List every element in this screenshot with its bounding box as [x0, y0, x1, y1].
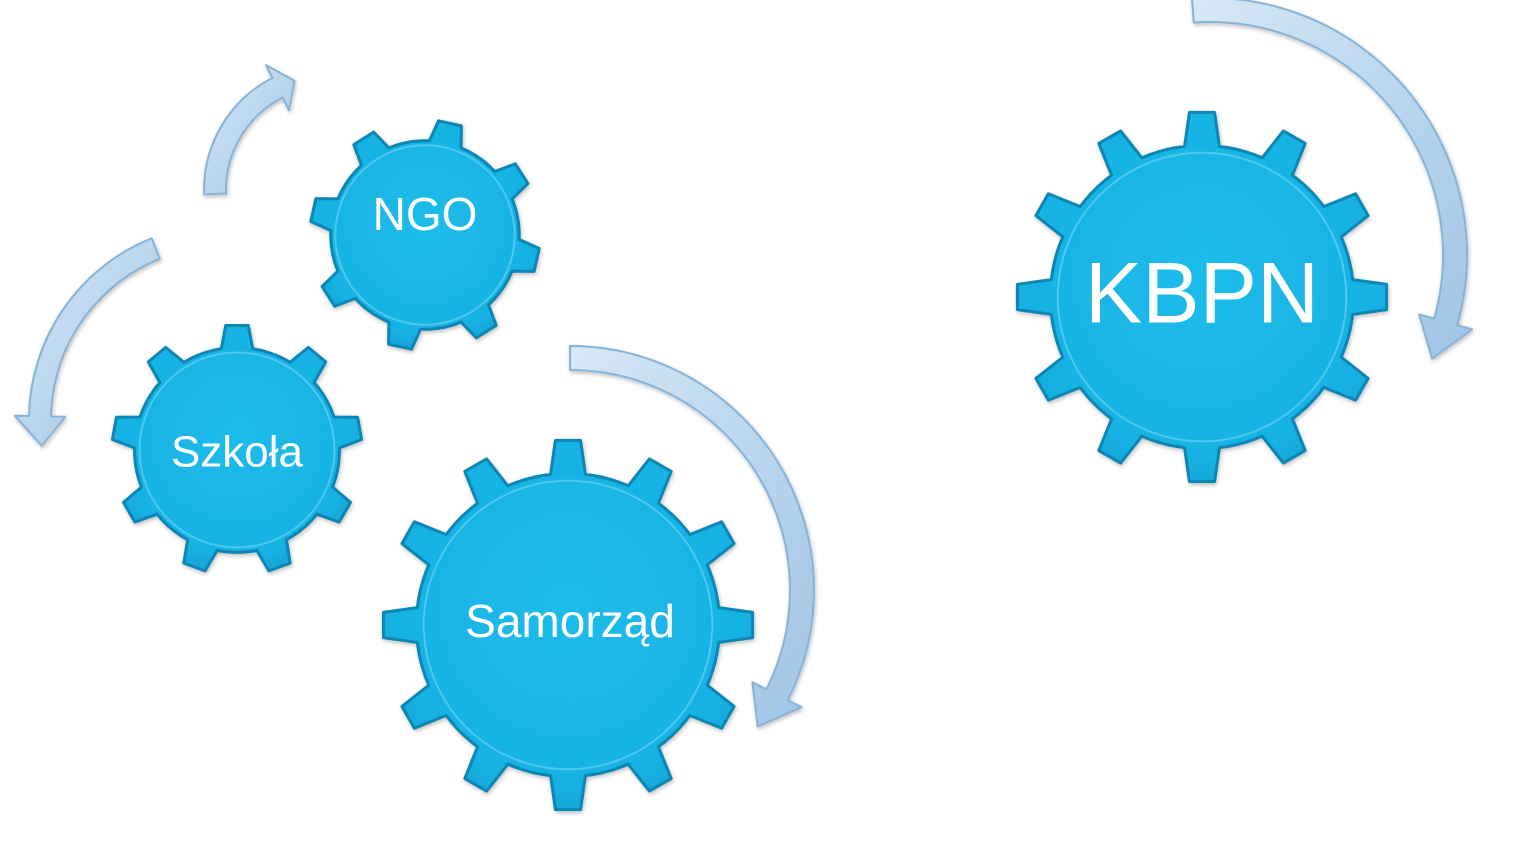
gear-label-ngo: NGO [373, 188, 478, 240]
arrow-ngo-icon [203, 64, 296, 196]
gear-body [309, 119, 541, 351]
gear-highlight-ring [1056, 151, 1348, 443]
gear-label-szkola: Szkoła [171, 428, 304, 477]
gear-highlight-ring [422, 479, 714, 771]
gear-label-samorzad: Samorząd [465, 595, 675, 647]
gear-kbpn: KBPN [1015, 110, 1389, 484]
gear-label-kbpn: KBPN [1085, 246, 1319, 342]
gear-body [381, 438, 755, 812]
gear-body [110, 324, 364, 573]
arrow-kbpn-icon [1191, 0, 1474, 360]
gear-samorzad: Samorząd [381, 438, 755, 812]
gear-ngo: NGO [309, 119, 541, 351]
arrow-szkola-icon [13, 237, 161, 447]
gear-szkola: Szkoła [110, 324, 364, 573]
arrow-samorzad-icon [569, 345, 815, 728]
gear-highlight-ring [334, 144, 516, 326]
gear-body [1015, 110, 1389, 484]
gear-highlight-ring [138, 351, 336, 549]
